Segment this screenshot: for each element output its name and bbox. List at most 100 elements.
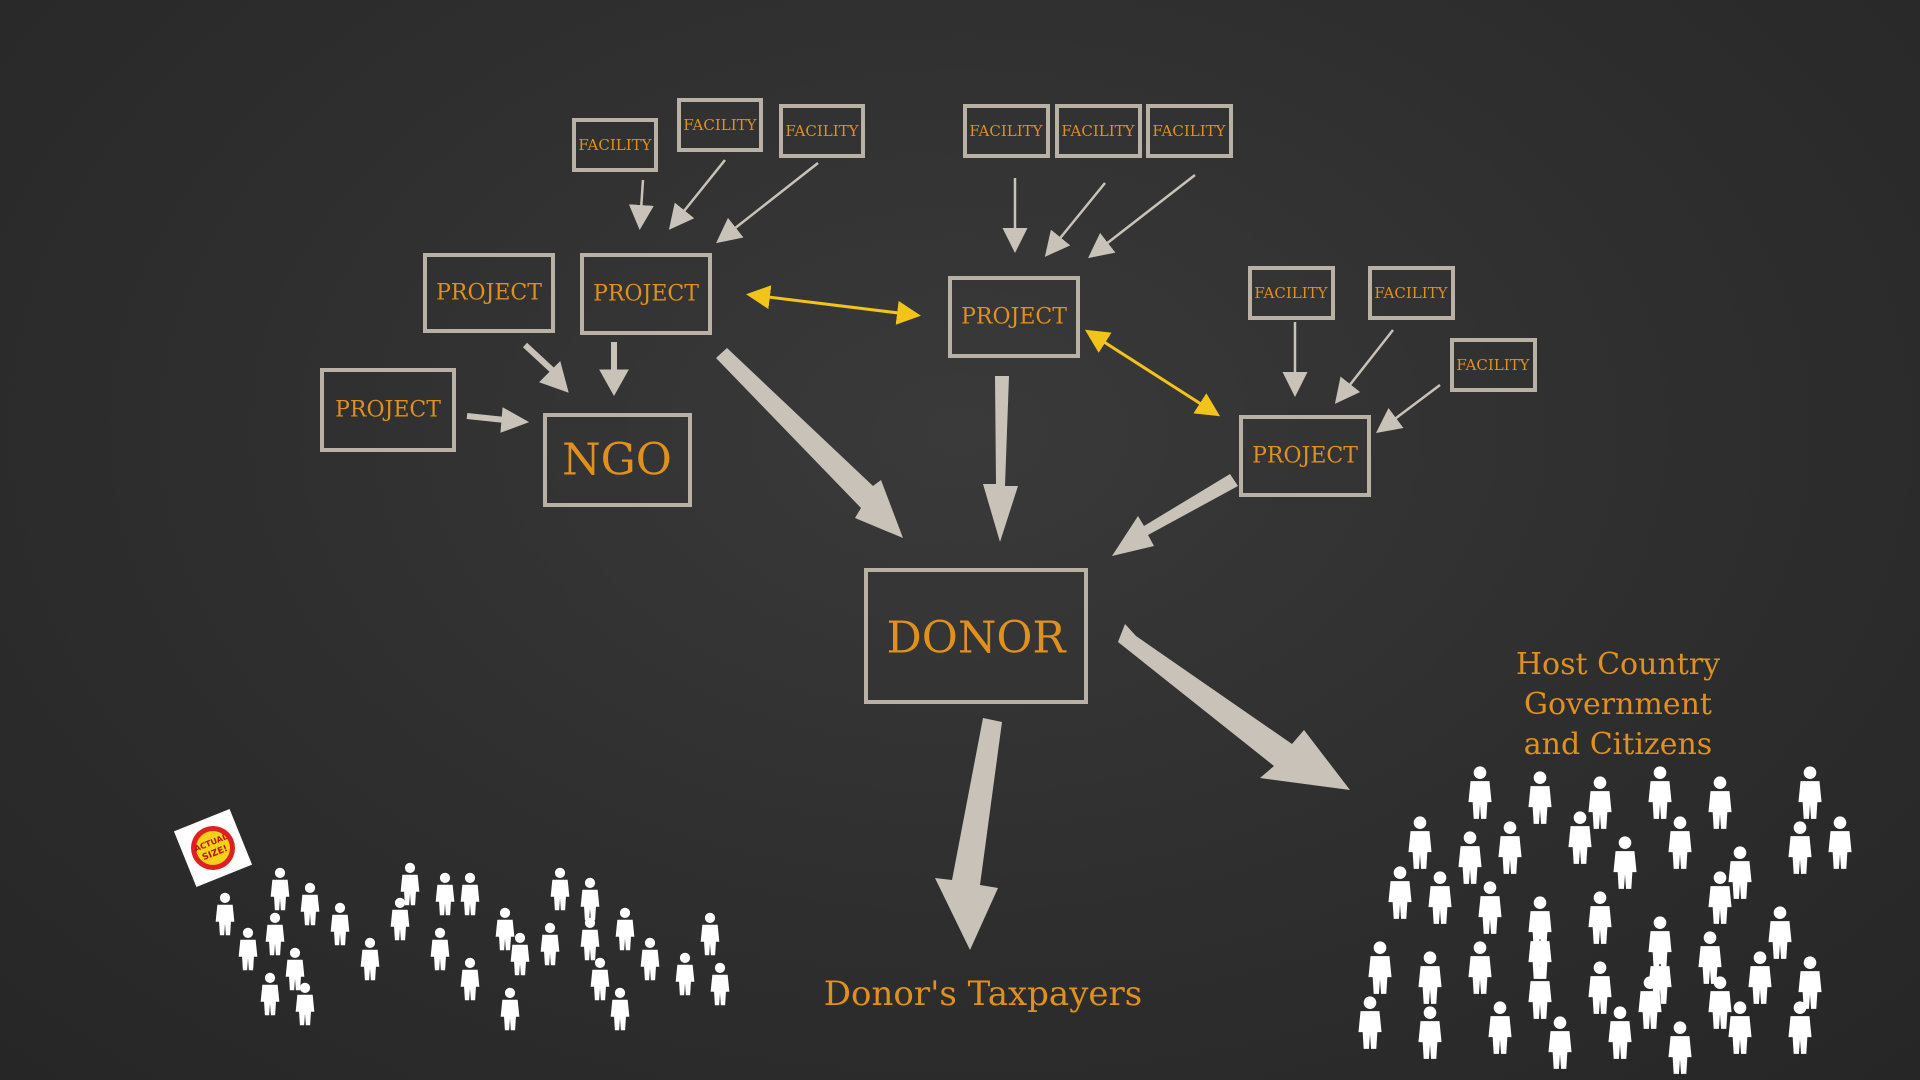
arrow-donor-to-taxpayers [935, 718, 1002, 950]
arrow-facility-6-to-project [1088, 174, 1196, 259]
person-icon [1708, 776, 1732, 829]
facility-box: FACILITY [1146, 104, 1233, 158]
donor-outflow-arrows [935, 624, 1350, 950]
person-icon [1468, 941, 1492, 994]
person-icon [330, 902, 350, 946]
link-project-to-project-2 [1084, 329, 1221, 417]
ngo-label: NGO [562, 435, 672, 486]
project-links [746, 285, 1221, 417]
arrow-donor-to-host-country [1118, 624, 1350, 790]
project-box: PROJECT [320, 368, 456, 452]
facility-label: FACILITY [1374, 284, 1448, 302]
person-icon [1613, 836, 1637, 889]
person-icon [1798, 956, 1822, 1009]
person-icon [550, 867, 570, 911]
facility-box: FACILITY [1450, 338, 1537, 392]
taxpayers-crowd [215, 862, 730, 1031]
project-label: PROJECT [436, 281, 542, 306]
facility-box: FACILITY [1368, 266, 1455, 320]
project-to-donor-arrows [716, 348, 1238, 556]
person-icon [1418, 951, 1442, 1004]
person-icon [590, 957, 610, 1001]
person-icon [1468, 766, 1492, 819]
arrow-project-left-to-donor [716, 348, 903, 538]
project-box: PROJECT [423, 253, 555, 333]
person-icon [640, 937, 660, 981]
person-icon [700, 912, 720, 956]
actual-size-sticker: ACTUAL SIZE! [173, 808, 253, 888]
facility-label: FACILITY [969, 122, 1043, 140]
donor-label: DONOR [886, 613, 1067, 664]
project-label: PROJECT [335, 398, 441, 423]
facility-box: FACILITY [779, 104, 865, 158]
arrow-facility-8-to-project [1334, 329, 1394, 404]
facility-label: FACILITY [1456, 356, 1530, 374]
person-icon [1788, 821, 1812, 874]
person-icon [1368, 941, 1392, 994]
person-icon [1478, 881, 1502, 934]
person-icon [360, 937, 380, 981]
person-icon [435, 872, 455, 916]
person-icon [710, 962, 730, 1006]
person-icon [1588, 776, 1612, 829]
person-icon [1428, 871, 1452, 924]
ngo-box: NGO [543, 413, 692, 507]
person-icon [1588, 961, 1612, 1014]
facility-box: FACILITY [572, 118, 658, 172]
person-icon [460, 957, 480, 1001]
facility-label: FACILITY [683, 116, 757, 134]
person-icon [1748, 951, 1772, 1004]
person-icon [1698, 931, 1722, 984]
arrow-project-mid-to-donor [983, 376, 1018, 542]
facility-arrows [628, 159, 1441, 433]
person-icon [1548, 1016, 1572, 1069]
project-box: PROJECT [580, 253, 712, 335]
person-icon [1768, 906, 1792, 959]
person-icon [510, 932, 530, 976]
arrow-facility-9-to-project [1376, 384, 1441, 433]
person-icon [1728, 846, 1752, 899]
person-icon [580, 877, 600, 921]
person-icon [1668, 816, 1692, 869]
project-label: PROJECT [1252, 444, 1358, 469]
person-icon [430, 927, 450, 971]
project-box: PROJECT [948, 276, 1080, 358]
person-icon [1528, 896, 1552, 949]
person-icon [400, 862, 420, 906]
person-icon [215, 892, 235, 936]
person-icon [500, 987, 520, 1031]
person-icon [1648, 766, 1672, 819]
person-icon [615, 907, 635, 951]
person-icon [1498, 821, 1522, 874]
person-icon [285, 947, 305, 991]
project-to-ngo-arrows [466, 342, 629, 433]
arrow-project-right-to-donor [1112, 474, 1238, 556]
arrow-facility-1-to-project [628, 179, 654, 230]
person-icon [300, 882, 320, 926]
person-icon [1418, 1006, 1442, 1059]
person-icon [1458, 831, 1482, 884]
facility-box: FACILITY [963, 104, 1050, 158]
person-icon [1608, 1006, 1632, 1059]
person-icon [1668, 1021, 1692, 1074]
person-icon [270, 867, 290, 911]
person-icon [1708, 871, 1732, 924]
person-icon [1788, 1001, 1812, 1054]
person-icon [1728, 1001, 1752, 1054]
person-icon [1828, 816, 1852, 869]
facility-label: FACILITY [1152, 122, 1226, 140]
project-label: PROJECT [961, 305, 1067, 330]
person-icon [1528, 771, 1552, 824]
person-icon [460, 872, 480, 916]
person-icon [1358, 996, 1382, 1049]
facility-label: FACILITY [578, 136, 652, 154]
facility-box: FACILITY [1248, 266, 1335, 320]
person-icon [495, 907, 515, 951]
facility-box: FACILITY [677, 98, 763, 152]
facility-label: FACILITY [1254, 284, 1328, 302]
facility-label: FACILITY [785, 122, 859, 140]
arrow-facility-5-to-project [1044, 182, 1106, 257]
donor-box: DONOR [864, 568, 1088, 704]
person-icon [1708, 976, 1732, 1029]
